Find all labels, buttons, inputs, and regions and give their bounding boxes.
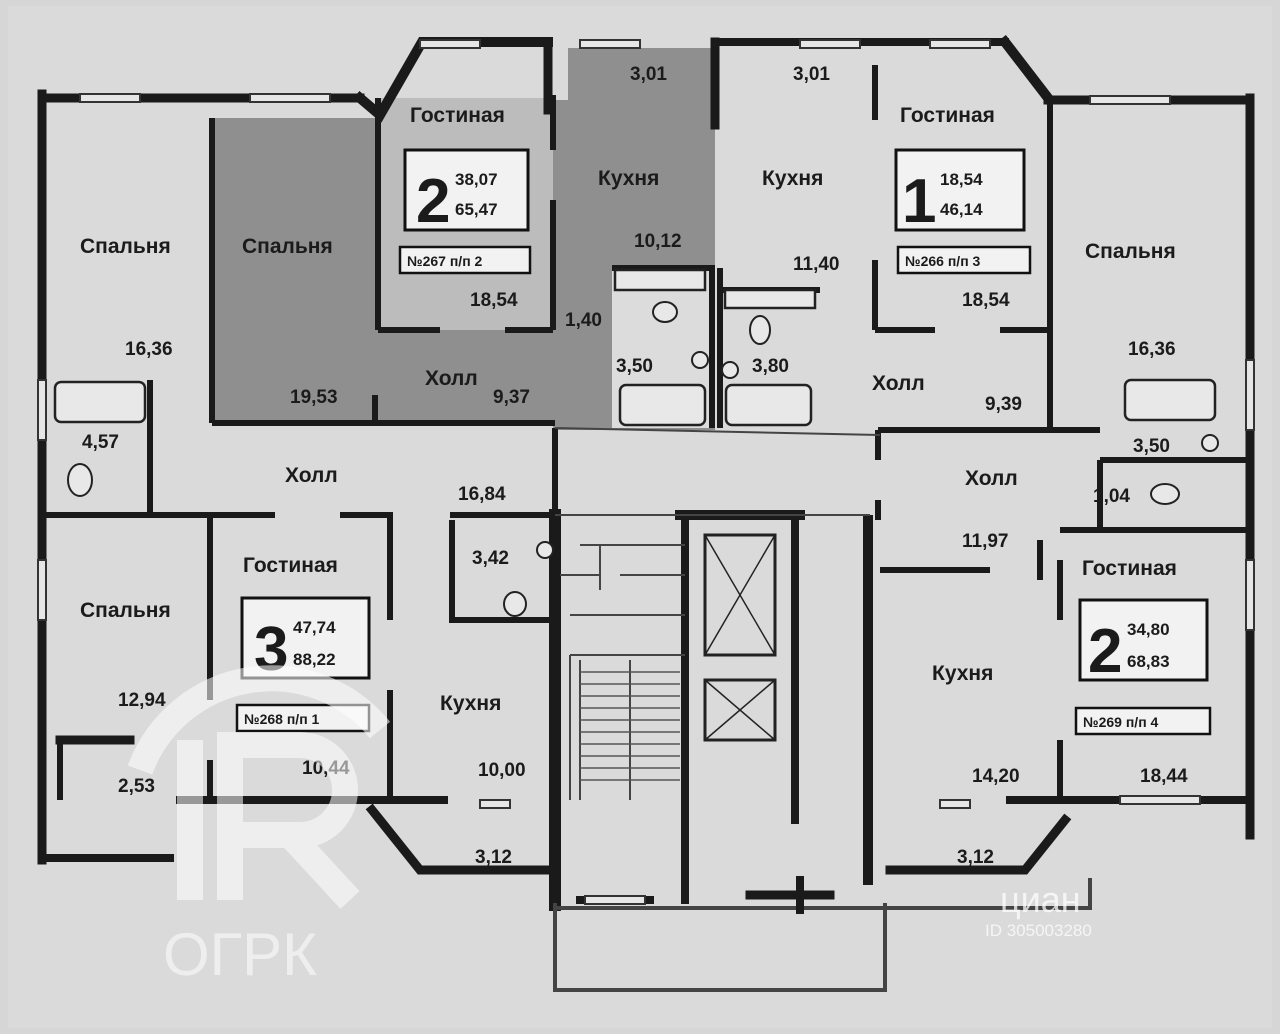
apartment-living-area: 18,54	[940, 170, 983, 189]
apartment-tag: №266 п/п 3	[905, 253, 981, 269]
area-label: 1,04	[1093, 486, 1130, 507]
area-label: 11,40	[793, 254, 840, 275]
apartment-total-area: 88,22	[293, 650, 336, 669]
area-label: 1,40	[565, 310, 602, 331]
toilets	[67, 301, 1219, 617]
thin-lines	[554, 427, 881, 800]
cian-listing-id: ID 305003280	[985, 921, 1092, 940]
room-label: Холл	[285, 464, 338, 487]
room-label: Кухня	[440, 692, 501, 715]
room-label: Кухня	[932, 662, 993, 685]
apartment-box-266: 1 18,54 46,14 №266 п/п 3	[894, 148, 1032, 275]
apartment-box-268: 3 47,74 88,22 №268 п/п 1	[235, 596, 371, 733]
room-label: Холл	[872, 372, 925, 395]
apartment-rooms: 1	[902, 167, 936, 236]
room-label: Спальня	[242, 235, 333, 258]
area-label: 16,84	[458, 484, 506, 505]
apartment-tag: №268 п/п 1	[244, 711, 320, 727]
apartment-box-269: 2 34,80 68,83 №269 п/п 4	[1074, 598, 1212, 736]
apartment-tag: №267 п/п 2	[407, 253, 483, 269]
apartment-living-area: 34,80	[1127, 620, 1170, 639]
area-label: 3,42	[472, 548, 509, 569]
room-label: Холл	[965, 467, 1018, 490]
room-label: Гостиная	[1082, 557, 1177, 580]
room-label: Гостиная	[410, 104, 505, 127]
room-label: Гостиная	[900, 104, 995, 127]
area-label: 3,12	[475, 847, 512, 868]
apartment-tag: №269 п/п 4	[1083, 714, 1159, 730]
area-label: 9,39	[985, 394, 1022, 415]
walls	[37, 34, 1255, 992]
apartment-rooms: 2	[1088, 617, 1122, 686]
area-label: 3,01	[630, 64, 667, 85]
apartment-living-area: 47,74	[293, 618, 336, 637]
area-label: 3,01	[793, 64, 830, 85]
room-label: Холл	[425, 367, 478, 390]
room-label: Спальня	[80, 235, 171, 258]
area-label: 2,53	[118, 776, 155, 797]
apartment-total-area: 65,47	[455, 200, 498, 219]
ogrk-watermark: ОГРК	[127, 665, 391, 988]
cian-watermark: циан ID 305003280	[985, 879, 1092, 940]
area-label: 18,44	[1140, 766, 1188, 787]
area-label: 4,57	[82, 432, 119, 453]
area-labels: 3,01 3,01 10,12 11,40 18,54 18,54 16,36 …	[82, 64, 1188, 868]
area-label: 18,54	[470, 290, 518, 311]
area-label: 11,97	[962, 531, 1009, 552]
room-label: Спальня	[80, 599, 171, 622]
ogrk-logo-icon	[127, 665, 391, 909]
ogrk-brand-text: ОГРК	[163, 921, 317, 988]
stair-treads	[580, 671, 680, 781]
area-label: 3,50	[1133, 436, 1170, 457]
apartment-living-area: 38,07	[455, 170, 498, 189]
area-label: 10,00	[478, 760, 526, 781]
room-label: Кухня	[598, 167, 659, 190]
room-label: Гостиная	[243, 554, 338, 577]
area-label: 16,36	[1128, 339, 1176, 360]
area-label: 10,12	[634, 231, 682, 252]
area-label: 14,20	[972, 766, 1020, 787]
bathtubs	[53, 268, 1217, 427]
area-label: 3,50	[616, 356, 653, 377]
cian-site-text: циан	[1000, 879, 1081, 920]
area-label: 9,37	[493, 387, 530, 408]
room-labels: Гостиная Кухня Кухня Гостиная Спальня Сп…	[80, 104, 1177, 715]
room-label: Кухня	[762, 167, 823, 190]
area-label: 19,53	[290, 387, 338, 408]
apartment-total-area: 46,14	[940, 200, 983, 219]
elevator-shafts	[703, 533, 777, 742]
area-label: 18,54	[962, 290, 1010, 311]
apartment-rooms: 2	[416, 167, 450, 236]
apartment-box-267: 2 38,07 65,47 №267 п/п 2	[398, 148, 532, 275]
room-label: Спальня	[1085, 240, 1176, 263]
area-label: 12,94	[118, 690, 166, 711]
area-label: 3,12	[957, 847, 994, 868]
apartment-total-area: 68,83	[1127, 652, 1170, 671]
interior-walls	[42, 65, 1250, 800]
area-label: 3,80	[752, 356, 789, 377]
area-label: 16,36	[125, 339, 173, 360]
windows	[37, 39, 1255, 905]
